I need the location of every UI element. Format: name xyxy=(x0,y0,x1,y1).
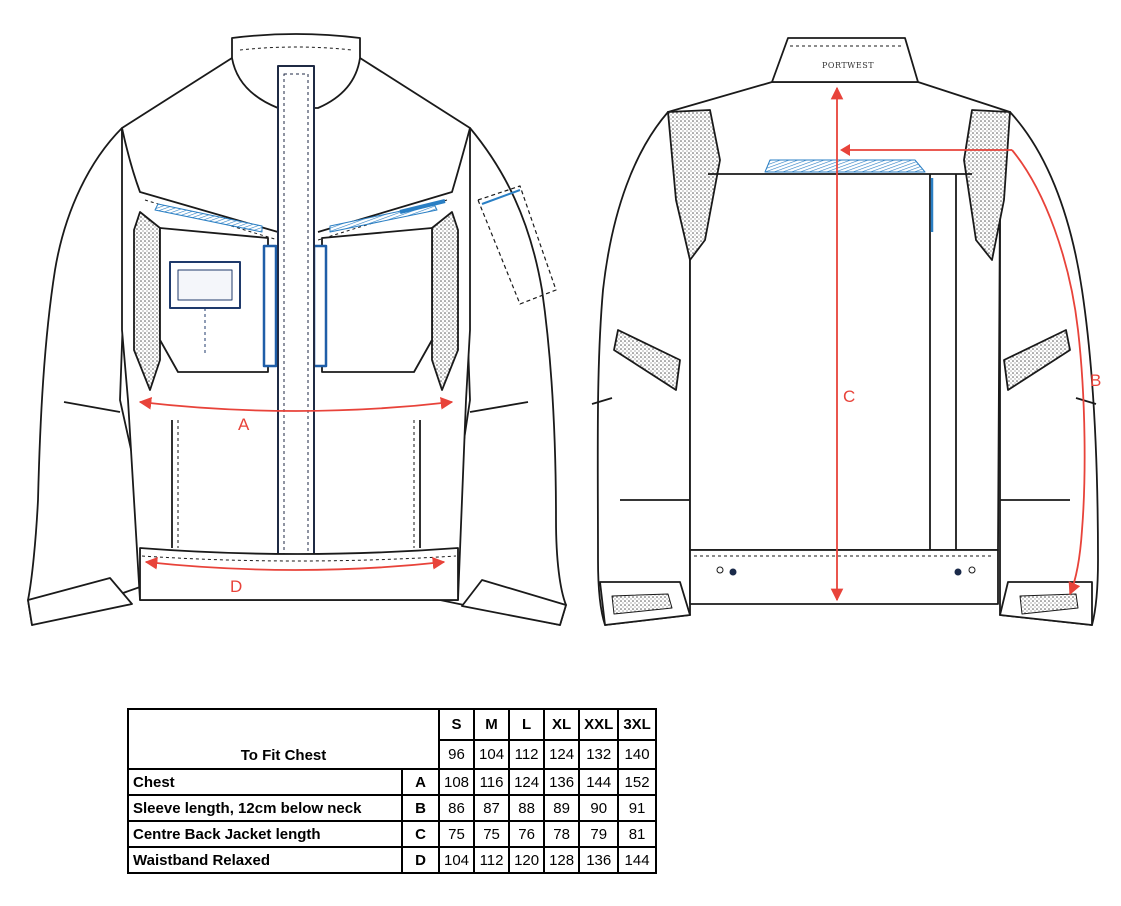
measurement-value: 86 xyxy=(437,794,476,822)
back-dimensions: C B xyxy=(830,86,1101,600)
back-view: PORTWEST xyxy=(591,37,1099,626)
table-row: Centre Back Jacket length C 75 75 76 78 … xyxy=(127,820,657,848)
dimension-arrow-d xyxy=(144,556,446,571)
measurement-value: 152 xyxy=(617,768,657,796)
size-col-header: S xyxy=(437,707,476,742)
dimension-arrow-b xyxy=(842,149,1086,594)
measurement-code: C xyxy=(401,820,440,848)
back-waistband xyxy=(689,549,999,605)
measurement-name: Waistband Relaxed xyxy=(127,846,403,874)
measurement-code: A xyxy=(401,768,440,796)
left-chest-zip xyxy=(262,244,278,368)
measurement-value: 88 xyxy=(508,794,546,822)
measurement-value: 90 xyxy=(578,794,620,822)
size-col-header: XL xyxy=(543,707,581,742)
to-fit-chest-value: 104 xyxy=(473,739,511,770)
measurement-value: 128 xyxy=(543,846,581,874)
measurement-code: D xyxy=(401,846,440,874)
right-chest-zip xyxy=(312,244,328,368)
back-left-elbow-mesh xyxy=(613,329,681,391)
back-left-shoulder-mesh xyxy=(667,109,721,261)
measurement-name: Chest xyxy=(127,768,403,796)
measurement-value: 144 xyxy=(578,768,620,796)
measurement-value: 87 xyxy=(473,794,511,822)
measurement-value: 89 xyxy=(543,794,581,822)
to-fit-chest-value: 112 xyxy=(508,739,546,770)
measurement-value: 91 xyxy=(617,794,657,822)
dimension-label-d: D xyxy=(230,577,242,596)
measurement-value: 75 xyxy=(473,820,511,848)
front-right-sleeve xyxy=(439,127,567,626)
to-fit-chest-value: 140 xyxy=(617,739,657,770)
measurement-value: 75 xyxy=(437,820,476,848)
size-header-row: To Fit Chest S M L XL XXL 3XL xyxy=(127,707,657,770)
measurement-value: 144 xyxy=(617,846,657,874)
dimension-label-b: B xyxy=(1090,371,1101,390)
measurement-value: 116 xyxy=(473,768,511,796)
brand-label: PORTWEST xyxy=(822,61,874,70)
measurement-value: 124 xyxy=(508,768,546,796)
measurement-name: Centre Back Jacket length xyxy=(127,820,403,848)
size-col-header: M xyxy=(473,707,511,742)
table-row: Chest A 108 116 124 136 144 152 xyxy=(127,768,657,796)
measurement-value: 112 xyxy=(473,846,511,874)
table-row: Waistband Relaxed D 104 112 120 128 136 … xyxy=(127,846,657,874)
dimension-label-c: C xyxy=(843,387,855,406)
front-zip-placket xyxy=(277,65,315,597)
to-fit-chest-value: 96 xyxy=(437,739,476,770)
measurement-value: 81 xyxy=(617,820,657,848)
front-left-sleeve xyxy=(27,127,161,626)
to-fit-chest-label: To Fit Chest xyxy=(127,708,440,770)
back-right-elbow-mesh xyxy=(1003,329,1071,391)
measurement-code: B xyxy=(401,794,440,822)
table-row: Sleeve length, 12cm below neck B 86 87 8… xyxy=(127,794,657,822)
front-waistband xyxy=(139,547,459,601)
front-dimensions: A D xyxy=(138,397,454,596)
jacket-technical-drawing: A D PORTWEST xyxy=(27,33,1101,626)
back-collar xyxy=(771,37,919,83)
front-view xyxy=(27,33,567,626)
to-fit-chest-value: 132 xyxy=(578,739,620,770)
dimension-label-a: A xyxy=(238,415,250,434)
measurement-value: 136 xyxy=(543,768,581,796)
back-right-shoulder-mesh xyxy=(963,109,1011,261)
measurement-value: 76 xyxy=(508,820,546,848)
back-right-sleeve xyxy=(999,111,1099,626)
measurement-value: 104 xyxy=(437,846,476,874)
to-fit-chest-row: 96 104 112 124 132 140 xyxy=(128,739,657,770)
front-right-pocket xyxy=(321,227,433,373)
size-table: To Fit Chest S M L XL XXL 3XL 96 104 112… xyxy=(127,707,657,874)
measurement-value: 108 xyxy=(437,768,476,796)
size-col-header: 3XL xyxy=(617,707,657,742)
measurement-value: 79 xyxy=(578,820,620,848)
measurement-value: 120 xyxy=(508,846,546,874)
sleeve-pocket xyxy=(477,185,557,305)
measurement-value: 136 xyxy=(578,846,620,874)
measurement-name: Sleeve length, 12cm below neck xyxy=(127,794,403,822)
to-fit-chest-value: 124 xyxy=(543,739,581,770)
measurement-value: 78 xyxy=(543,820,581,848)
size-col-header: L xyxy=(508,707,546,742)
size-col-header: XXL xyxy=(578,707,620,742)
dimension-arrow-a xyxy=(138,397,454,412)
